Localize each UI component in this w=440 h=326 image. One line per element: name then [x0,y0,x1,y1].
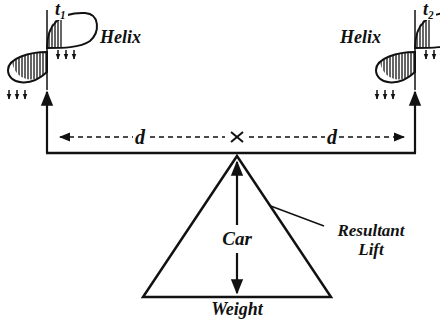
dimension-label: d [133,126,147,148]
part-name: Weight [211,300,263,320]
left-helix [8,10,97,153]
part-name: Helix [340,28,381,48]
callout-label: Resultant Lift [326,222,416,259]
thrust-symbol: t₂ [421,0,436,20]
center-cross [231,132,243,142]
lever-bar [46,152,416,155]
right-helix [376,10,440,153]
thrust-symbol: t₁ [53,0,68,20]
dimension-label: d [325,126,339,148]
car-triangle: Car [141,154,333,299]
part-name: Helix [100,28,141,48]
node-text: Car [219,228,255,250]
triangle-outline [141,154,333,299]
